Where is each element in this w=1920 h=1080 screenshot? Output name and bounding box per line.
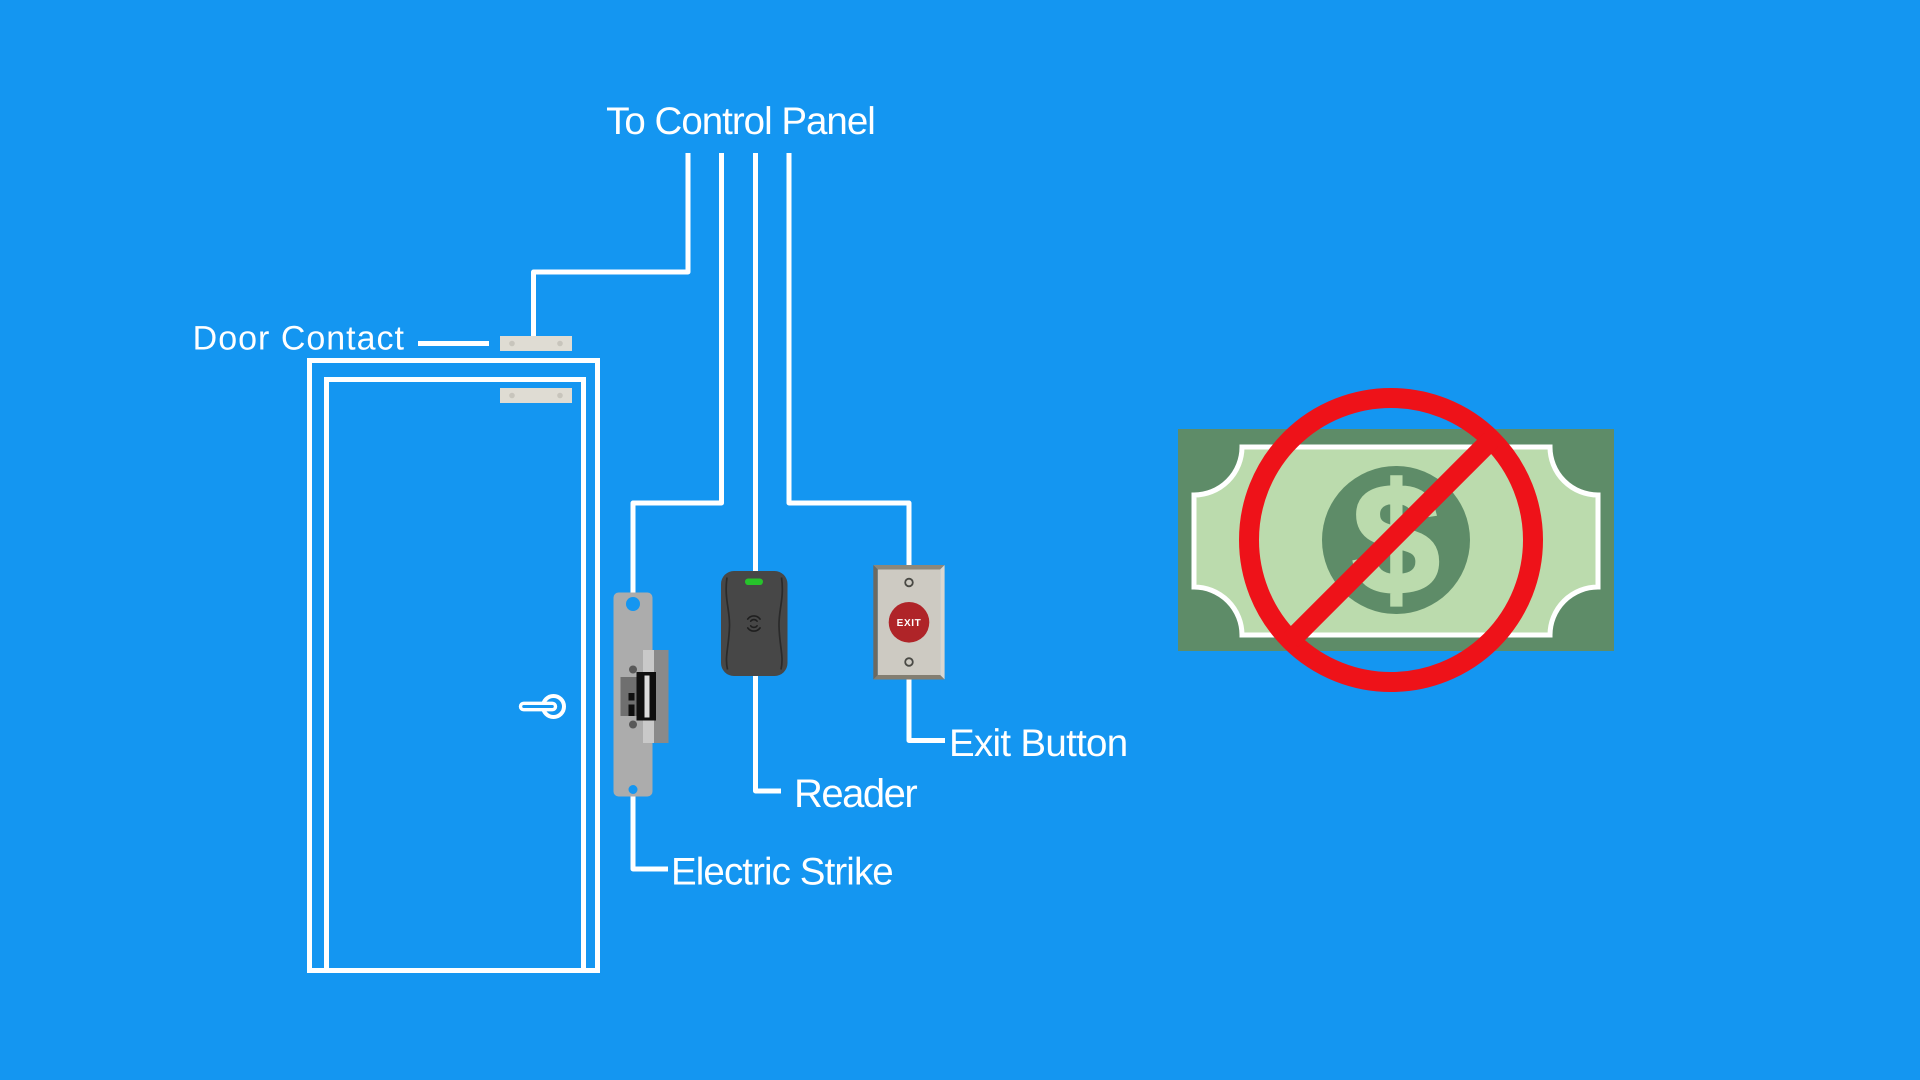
svg-text:To Control Panel: To Control Panel bbox=[606, 100, 875, 143]
svg-text:Electric Strike: Electric Strike bbox=[671, 851, 893, 894]
svg-text:Exit Button: Exit Button bbox=[949, 722, 1127, 765]
svg-text:EXIT: EXIT bbox=[897, 618, 922, 629]
svg-text:Door Contact: Door Contact bbox=[193, 320, 405, 358]
svg-text:Reader: Reader bbox=[794, 772, 917, 816]
